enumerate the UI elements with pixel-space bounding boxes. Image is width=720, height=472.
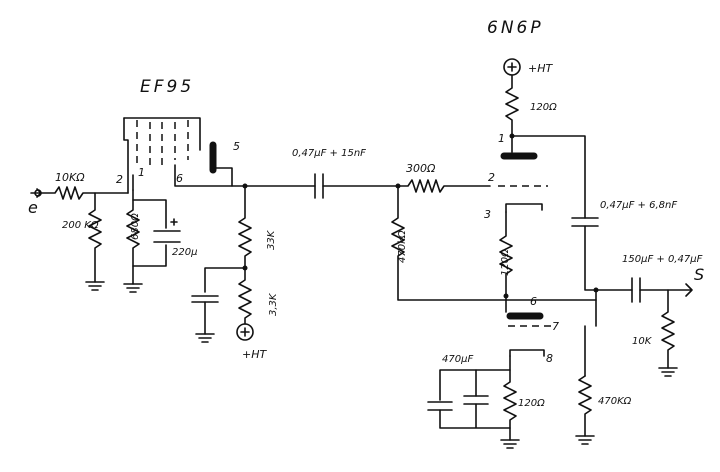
label-c-cath3: 470μF [442,354,473,365]
ground-symbol [500,439,520,449]
label-r-plate1b: 3,3K [268,292,279,316]
label-c-boot: 0,47μF + 6,8nF [600,200,677,211]
ground-symbol [195,333,215,343]
label-tube-pin1: 1 [498,132,505,145]
label-r-grid2: 470kΩ [397,230,408,263]
label-r-out: 10K [632,336,653,347]
wire-cath3-caps [439,369,511,429]
resistor-cath3 [503,369,517,441]
ground-symbol [85,281,105,291]
resistor-grid3 [578,375,592,437]
label-6n6p: 6N6P [487,18,544,38]
resistor-series [397,179,491,193]
label-r-in: 10KΩ [55,171,85,184]
label-tube-pin6: 6 [530,295,537,308]
wire-grid3 [584,289,597,377]
ht-terminal-top [503,58,521,76]
label-r-load-top: 120Ω [530,102,557,113]
capacitor-cath3 [427,395,489,411]
capacitor-out [631,277,641,303]
input-terminal [30,188,42,198]
resistor-plate1b [238,267,252,325]
label-ef95: EF95 [140,77,194,97]
ef95-grid-wire [123,117,129,194]
label-c-cath1: 220μ [172,247,197,258]
wire-decouple [204,267,246,293]
ef95-screen-dash [136,120,189,165]
label-tube-pin3: 3 [484,208,491,221]
resistor-cath1 [126,199,167,267]
ef95-pin5-wire [215,167,233,187]
wire-boot-down [584,225,597,291]
label-pin6: 6 [176,172,183,185]
label-pin5: 5 [233,140,240,153]
ground-symbol [658,367,678,377]
resistor-plate1a [238,185,252,269]
label-ht-top: +HT [528,62,553,75]
ef95-plate-wire [174,164,246,187]
ground-symbol [575,435,595,445]
wire-cath3 [439,355,511,401]
resistor-load-top [505,74,586,219]
capacitor-boot [571,217,599,227]
label-c-couple1: 0,47μF + 15nF [292,148,366,159]
ground-symbol [123,283,143,293]
output-label: S [694,265,704,284]
label-r-cath1: 680Ω [130,213,141,240]
label-r-grid: 200 KΩ [62,220,99,231]
capacitor-couple1 [314,173,324,199]
ht-terminal-bottom [236,323,254,341]
label-tube-pin8: 8 [546,352,553,365]
label-r-cath2: 120Ω [500,249,511,276]
resistor-cath2 [499,211,513,297]
label-r-plate1a: 33K [266,229,277,250]
label-ht-bottom: +HT [242,348,267,361]
label-pin2: 2 [116,173,123,186]
label-tube-pin2: 2 [488,171,495,184]
resistor-grid [88,192,102,283]
triode1-cathode [505,203,543,213]
capacitor-decouple [191,295,219,303]
label-r-series: 300Ω [406,162,436,175]
label-c-out: 150μF + 0,47μF [622,254,703,265]
label-r-cath3: 120Ω [518,398,545,409]
cathode-node-wire [132,189,167,229]
wire-out-right [639,283,693,297]
triode2-cathode [509,349,545,357]
capacitor-cath1 [153,218,181,243]
resistor-out [661,289,675,369]
resistor-grid2 [391,185,597,301]
label-r-grid3: 470KΩ [598,396,632,407]
ef95-top [123,117,201,151]
label-tube-pin7: 7 [552,320,559,333]
label-pin1: 1 [138,166,145,179]
input-label: e [28,198,38,217]
wire-input [40,186,129,200]
